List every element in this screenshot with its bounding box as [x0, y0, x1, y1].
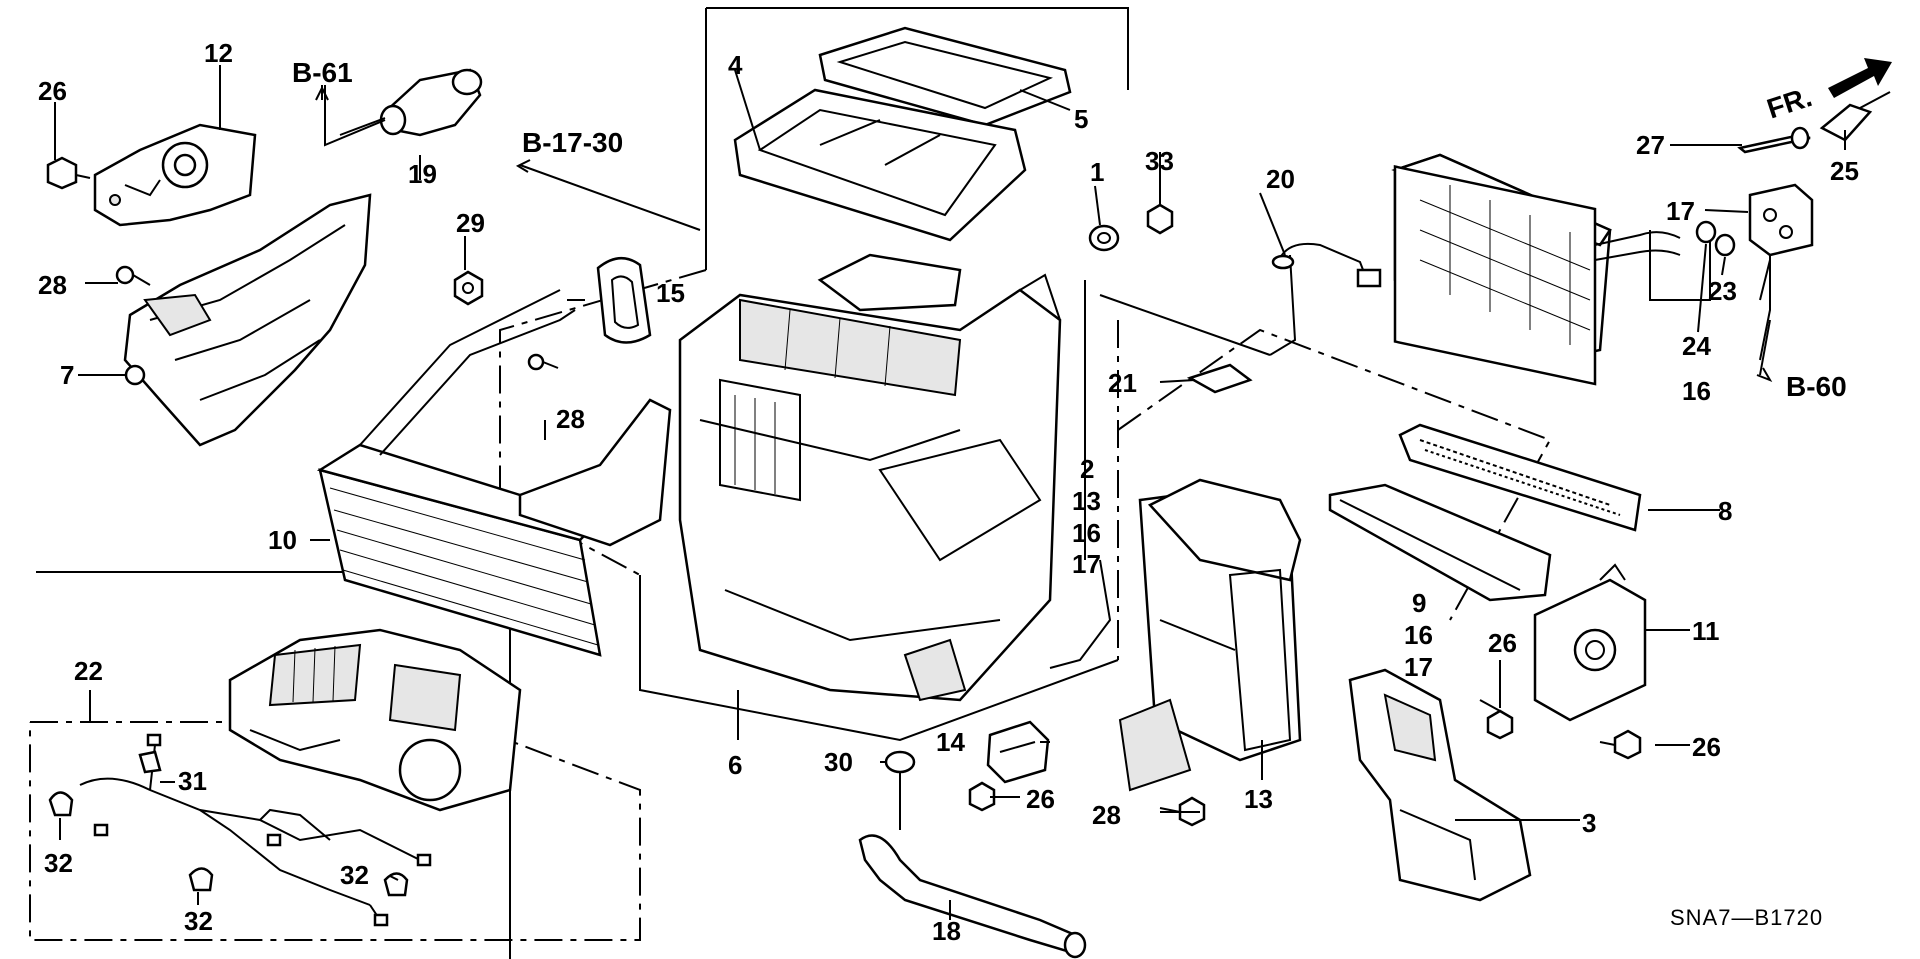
leader-lines: [54, 65, 1846, 920]
callout-28-bottom: 28: [1092, 800, 1121, 830]
callout-25: 25: [1830, 156, 1859, 186]
callout-4: 4: [728, 50, 743, 80]
callout-10: 10: [268, 525, 297, 555]
part-24-oring: [1695, 220, 1717, 244]
part-10-heater-core: [316, 289, 603, 657]
ref-b60: B-60: [1786, 371, 1847, 402]
part-27-bolt: [1737, 126, 1811, 154]
figure-code: SNA7—B1720: [1670, 905, 1823, 930]
callout-28-left: 28: [38, 270, 67, 300]
part-1-ring: [1088, 224, 1120, 252]
part-28-screw-left: [115, 265, 151, 286]
callout-6: 6: [728, 750, 742, 780]
part-14-resistor: [986, 720, 1050, 784]
callout-16-right: 16: [1682, 376, 1711, 406]
callout-32-b: 32: [184, 906, 213, 936]
callout-20: 20: [1266, 164, 1295, 194]
callout-21: 21: [1108, 368, 1137, 398]
part-evaporator-core: [1391, 153, 1681, 386]
part-3-duct: [1348, 668, 1532, 902]
part-duct-left: [518, 353, 672, 547]
callout-2: 2: [1080, 454, 1094, 484]
part-30-clamp: [884, 750, 916, 774]
callout-33: 33: [1145, 146, 1174, 176]
callout-23: 23: [1708, 276, 1737, 306]
callout-26-mid: 26: [1488, 628, 1517, 658]
part-13-case: [1118, 478, 1302, 792]
callout-labels: 12 26 19 28 7 10 29 4 5 15 28 1 33 20 21…: [38, 38, 1859, 946]
front-label: FR.: [1763, 81, 1815, 124]
callout-28-mid: 28: [556, 404, 585, 434]
callout-26-right: 26: [1692, 732, 1721, 762]
callout-12: 12: [204, 38, 233, 68]
part-5-frame: [818, 26, 1072, 127]
callout-17-right: 17: [1666, 196, 1695, 226]
callout-7: 7: [60, 360, 74, 390]
callout-13-lower: 13: [1244, 784, 1273, 814]
part-31-clip: [138, 750, 162, 774]
part-6-main-unit: [678, 253, 1062, 702]
callout-26-topleft: 26: [38, 76, 67, 106]
part-26-screw-14: [968, 781, 996, 812]
part-4-frame: [733, 88, 1027, 242]
assembled-unit: [228, 628, 522, 812]
callout-16-upper: 16: [1072, 518, 1101, 548]
callout-17-lower: 17: [1404, 652, 1433, 682]
part-8-filter: [1398, 423, 1642, 532]
part-18-drain-hose: [858, 772, 1087, 959]
callout-13-upper: 13: [1072, 486, 1101, 516]
part-32-clip-a: [48, 791, 74, 817]
callout-3: 3: [1582, 808, 1596, 838]
part-17-valve-block: [1748, 183, 1814, 257]
part-32-clip-b: [188, 867, 214, 892]
callout-30: 30: [824, 747, 853, 777]
part-2-pipe: [1049, 280, 1112, 669]
callout-17-upper: 17: [1072, 549, 1101, 579]
front-direction-arrow: [1828, 58, 1892, 98]
part-23-oring: [1714, 233, 1736, 257]
part-9-tray: [1328, 483, 1552, 602]
callout-16-lower: 16: [1404, 620, 1433, 650]
callout-32-c: 32: [340, 860, 369, 890]
callout-27: 27: [1636, 130, 1665, 160]
callout-26-bottom: 26: [1026, 784, 1055, 814]
callout-31: 31: [178, 766, 207, 796]
callout-1: 1: [1090, 157, 1104, 187]
part-26-bolt-topleft: [46, 156, 91, 190]
ref-b61: B-61: [292, 57, 353, 88]
part-26-screw-mid: [1479, 699, 1514, 740]
part-7-housing: [123, 193, 372, 447]
callout-29: 29: [456, 208, 485, 238]
part-33-nut: [1146, 203, 1174, 235]
part-22-harness: [79, 733, 432, 927]
part-32-clip-c: [383, 872, 409, 897]
callout-22: 22: [74, 656, 103, 686]
callout-24: 24: [1682, 331, 1711, 361]
reference-labels: B-61 B-17-30 B-60 FR. SNA7—B1720: [292, 57, 1847, 930]
callout-14: 14: [936, 727, 965, 757]
callout-18: 18: [932, 916, 961, 946]
callout-19: 19: [408, 159, 437, 189]
callout-11: 11: [1692, 616, 1720, 646]
ref-b1730: B-17-30: [522, 127, 623, 158]
callout-32-a: 32: [44, 848, 73, 878]
part-26-screw-right: [1599, 729, 1642, 760]
part-29-nut: [453, 270, 484, 306]
callout-8: 8: [1718, 496, 1732, 526]
callout-5: 5: [1074, 104, 1088, 134]
callout-9: 9: [1412, 588, 1426, 618]
part-12-actuator: [93, 123, 257, 227]
part-15-grommet: [596, 257, 652, 344]
part-19-valve: [339, 68, 483, 137]
part-21-clip: [1186, 363, 1253, 394]
part-20-sensor: [1099, 242, 1382, 356]
part-11-actuator: [1533, 563, 1647, 722]
part-25-switch: [1819, 91, 1891, 142]
callout-15: 15: [656, 278, 685, 308]
